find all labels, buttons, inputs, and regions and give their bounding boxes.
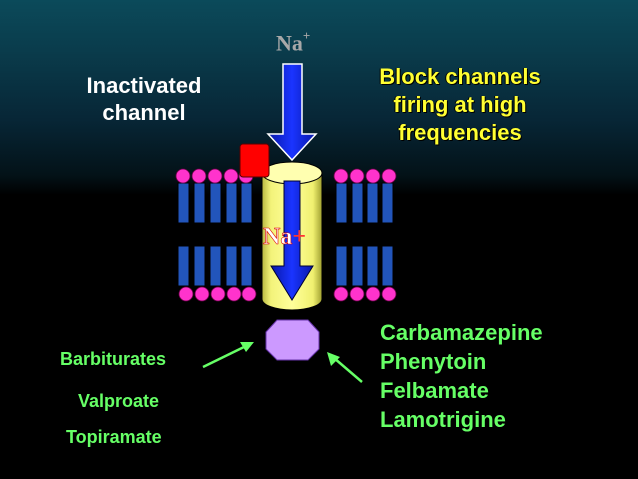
lipid-tails-left — [177, 182, 253, 287]
drug-barbiturates: Barbiturates — [60, 349, 167, 369]
inactivation-gate — [239, 143, 270, 178]
drug-topiramate: Topiramate — [66, 427, 162, 447]
sodium-arrow-inner — [270, 180, 314, 301]
inactivated-line-2: channel — [102, 100, 186, 125]
lipid-tails-right — [335, 182, 394, 287]
drug-binding-site — [265, 319, 320, 361]
block-channels-label: Block channels firing at high frequencie… — [350, 63, 570, 147]
drug-phenytoin: Phenytoin — [380, 349, 487, 374]
drug-valproate: Valproate — [78, 391, 160, 411]
sodium-symbol: Na — [276, 30, 303, 56]
drug-carbamazepine: Carbamazepine — [380, 320, 543, 345]
sodium-symbol-inner: Na — [263, 224, 293, 251]
right-drug-list: Carbamazepine Phenytoin Felbamate Lamotr… — [380, 318, 543, 434]
drug-lamotrigine: Lamotrigine — [380, 407, 506, 432]
sodium-label-outside: Na+ — [276, 28, 311, 56]
lipid-heads-top — [175, 168, 397, 184]
sodium-label-inside: Na+ — [263, 224, 306, 251]
lipid-heads-bottom — [178, 286, 397, 302]
block-line-1: Block channels — [379, 64, 541, 89]
inactivated-line-1: Inactivated — [86, 73, 202, 98]
inactivated-channel-label: Inactivated channel — [64, 72, 224, 126]
sodium-arrow-top — [266, 63, 318, 162]
pointer-arrow-right — [327, 352, 363, 383]
drug-felbamate: Felbamate — [380, 378, 489, 403]
charge-symbol: + — [302, 28, 311, 43]
block-line-3: frequencies — [398, 120, 522, 145]
block-line-2: firing at high — [393, 92, 527, 117]
charge-symbol-inner: + — [292, 224, 307, 250]
pointer-arrow-left — [202, 342, 254, 369]
